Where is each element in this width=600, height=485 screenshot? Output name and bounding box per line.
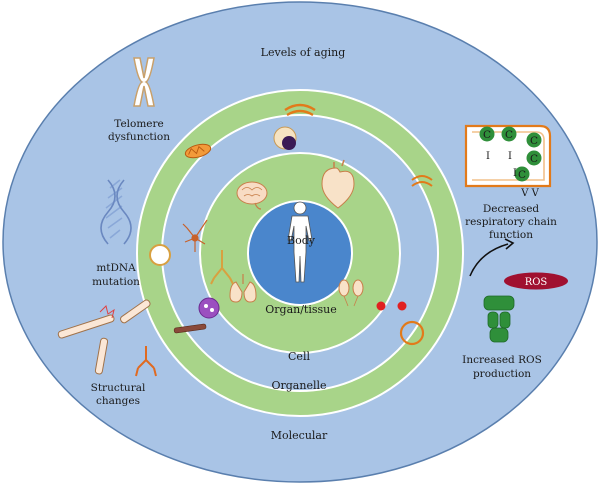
red-blood-cells-icon bbox=[376, 301, 407, 311]
leukocyte-icon bbox=[198, 297, 220, 319]
nucleated-cell-icon bbox=[273, 126, 297, 150]
ros-badge-label: ROS bbox=[525, 277, 548, 288]
rough-er-icon bbox=[411, 175, 433, 187]
heart-icon bbox=[321, 159, 355, 209]
lysosome-icon bbox=[399, 320, 425, 346]
respiratory-complex-label-1: C bbox=[483, 129, 491, 141]
ros-production-label-line-1: Increased ROS bbox=[462, 354, 542, 366]
structural-label-line-2: changes bbox=[96, 395, 140, 407]
mtdna-label-line-2: mutation bbox=[92, 276, 140, 288]
mitochondrion-icon bbox=[184, 143, 212, 159]
respiratory-label-line-3: function bbox=[489, 229, 533, 241]
respiratory-label-line-2: respiratory chain bbox=[465, 216, 557, 228]
neuron-icon bbox=[182, 219, 208, 252]
mtdna-label-line-1: mtDNA bbox=[96, 262, 136, 274]
telomere-label-line-1: Telomere bbox=[114, 118, 164, 130]
kidneys-icon bbox=[338, 279, 364, 307]
ring-label-molecular: Molecular bbox=[271, 429, 328, 442]
diagram-title: Levels of aging bbox=[261, 46, 346, 59]
ring-label-body: Body bbox=[287, 234, 316, 247]
respiratory-complex-label-3: C bbox=[530, 135, 538, 147]
bronchi-icon bbox=[210, 250, 234, 285]
ring-label-cell: Cell bbox=[288, 350, 310, 363]
respiratory-label-line-1: Decreased bbox=[483, 203, 540, 215]
ring-label-organelle: Organelle bbox=[271, 379, 326, 392]
membrane-glyph-bottom: V V bbox=[520, 188, 539, 199]
brain-icon bbox=[236, 181, 268, 210]
ros-badge bbox=[504, 272, 568, 290]
respiratory-chain-diagram bbox=[464, 124, 552, 188]
respiratory-complex-label-5: C bbox=[518, 169, 526, 181]
golgi-icon bbox=[284, 103, 316, 117]
structural-label-line-1: Structural bbox=[91, 382, 146, 394]
ros-production-label-line-2: production bbox=[473, 368, 531, 380]
atp-synthase-icon bbox=[483, 295, 515, 343]
lung-tissue-icon bbox=[135, 346, 157, 377]
ring-label-organ-tissue: Organ/tissue bbox=[265, 303, 337, 316]
collagen-fibers-icon bbox=[57, 299, 151, 375]
human-body-icon bbox=[287, 201, 313, 283]
lungs-icon bbox=[229, 274, 257, 303]
respiratory-complex-label-4: C bbox=[530, 153, 538, 165]
muscle-fiber-icon bbox=[173, 323, 207, 334]
telomere-label-line-2: dysfunction bbox=[108, 131, 170, 143]
ros-arrow-icon bbox=[469, 238, 515, 277]
respiratory-complex-label-2: C bbox=[505, 129, 513, 141]
dna-helix-icon bbox=[100, 179, 132, 245]
chromosome-icon bbox=[133, 57, 155, 107]
vesicle-icon bbox=[149, 244, 171, 266]
membrane-glyph-2: I bbox=[508, 151, 512, 162]
membrane-glyph-3: I bbox=[513, 168, 517, 179]
membrane-glyph-1: I bbox=[486, 151, 490, 162]
